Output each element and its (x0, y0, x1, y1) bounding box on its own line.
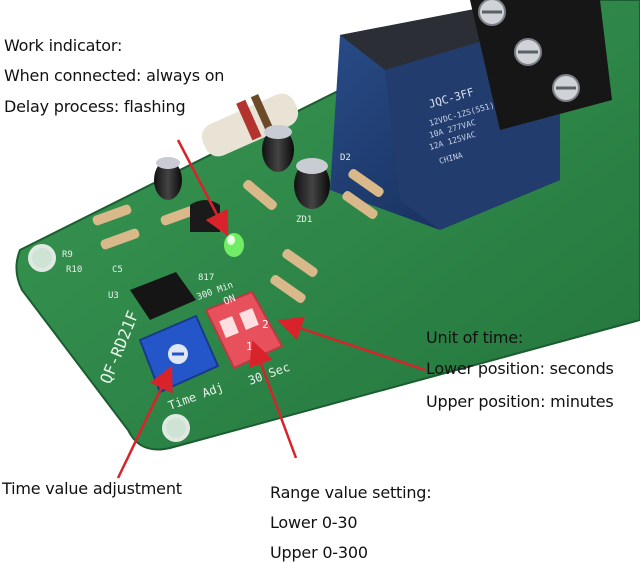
work-indicator-line1: When connected: always on (4, 66, 225, 85)
silk-r9: R9 (62, 250, 73, 260)
annotation-arrows (116, 139, 426, 479)
arrow-to-potentiometer (116, 365, 173, 479)
range-value-line1: Lower 0-30 (270, 513, 358, 532)
range-value-line2: Upper 0-300 (270, 543, 368, 562)
mounting-hole (162, 414, 190, 442)
silk-c5: C5 (112, 265, 123, 275)
arrow-to-dip-switch-1 (249, 340, 298, 459)
capacitor (294, 158, 330, 209)
led-indicator (224, 233, 244, 257)
optocoupler-chip (130, 272, 196, 320)
silk-d2: D2 (340, 153, 351, 163)
dip-1-label: 1 (246, 340, 253, 353)
mounting-hole (28, 244, 56, 272)
silk-zd1: ZD1 (296, 215, 312, 225)
dip-on-label: ON (222, 293, 237, 308)
arrow-to-led (176, 139, 229, 237)
unit-of-time-line1: Lower position: seconds (426, 359, 614, 378)
work-indicator-line2: Delay process: flashing (4, 97, 186, 116)
unit-of-time-title: Unit of time: (426, 328, 524, 347)
diode-component (201, 93, 299, 157)
unit-of-time-line2: Upper position: minutes (426, 392, 614, 411)
work-indicator-title: Work indicator: (4, 36, 123, 55)
silk-r10: R10 (66, 265, 82, 275)
transistor (190, 200, 220, 232)
resistors (92, 169, 384, 303)
range-value-title: Range value setting: (270, 483, 432, 502)
time-value-title: Time value adjustment (2, 479, 182, 498)
capacitor (154, 157, 182, 200)
silk-u3: U3 (108, 291, 119, 301)
arrow-to-dip-switch-2 (277, 316, 426, 372)
silk-817: 817 (198, 273, 214, 283)
screw-terminal-block (470, 0, 612, 130)
dip-2-label: 2 (262, 318, 269, 331)
capacitor (262, 125, 294, 172)
